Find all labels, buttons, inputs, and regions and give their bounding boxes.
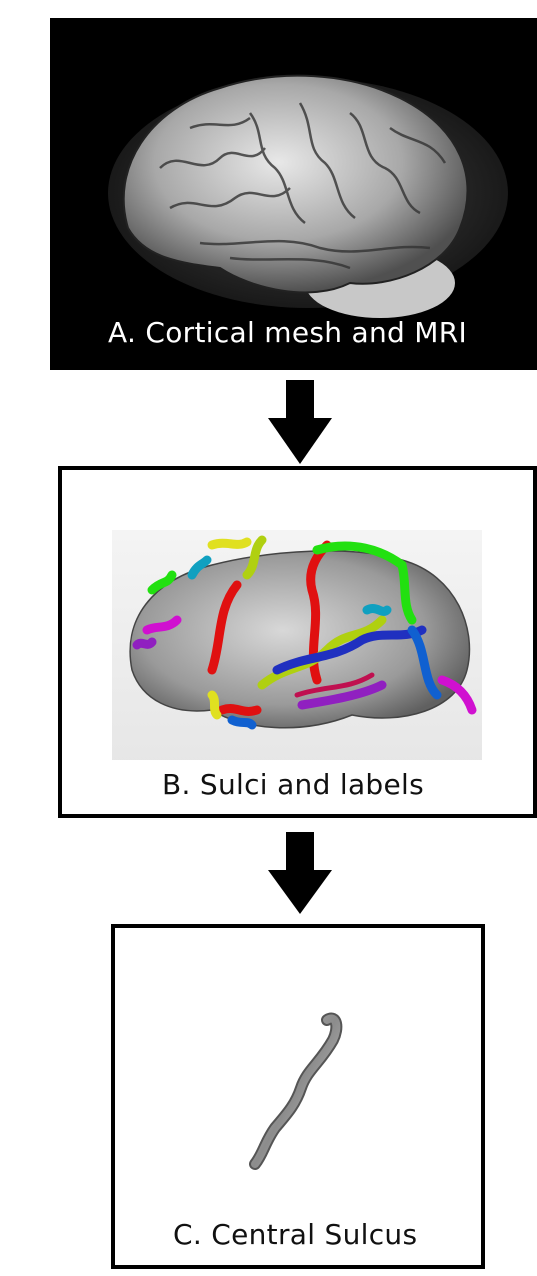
panel-sulci-labels: B. Sulci and labels [58,466,537,818]
caption-a: A. Cortical mesh and MRI [108,316,468,349]
down-arrow-icon [268,832,332,914]
caption-b: B. Sulci and labels [162,768,424,801]
cortical-mesh-image [108,74,508,318]
panel-central-sulcus: C. Central Sulcus [111,924,485,1269]
caption-c: C. Central Sulcus [173,1218,418,1251]
panel-cortical-mesh: A. Cortical mesh and MRI [50,18,537,370]
labeled-sulci-image [112,530,482,760]
central-sulcus-image [249,1012,343,1170]
down-arrow-icon [268,380,332,464]
